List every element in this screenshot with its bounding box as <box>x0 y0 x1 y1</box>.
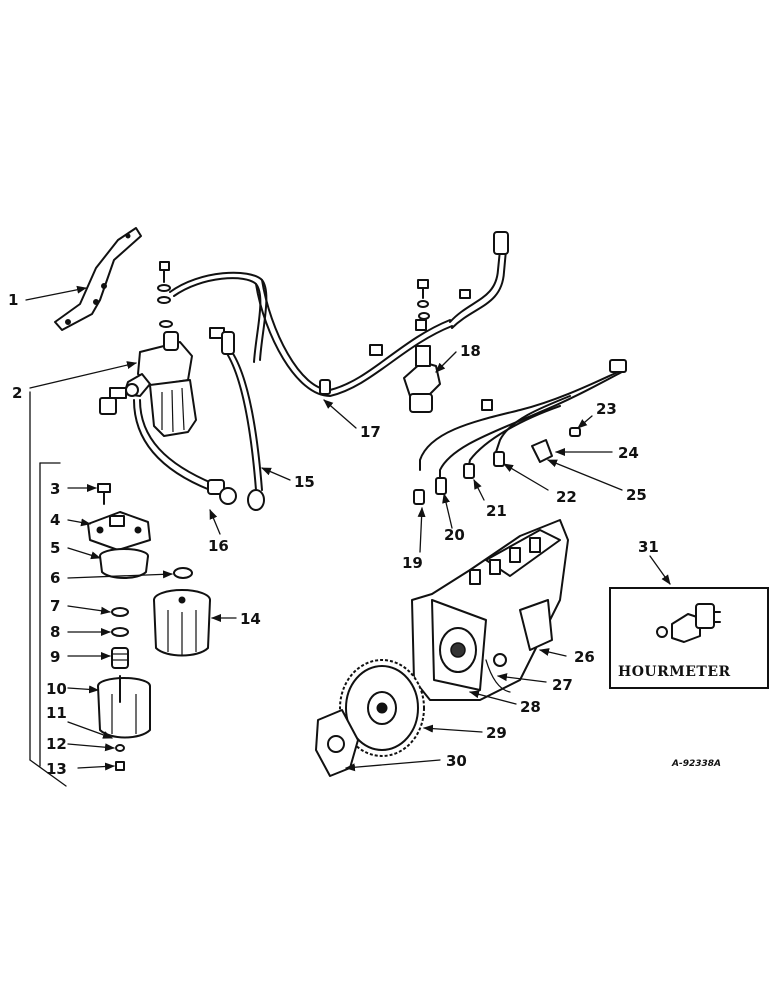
fuel-line-part-16 <box>99 387 237 505</box>
callout-10: 10 <box>46 680 67 698</box>
injection-pump-26-28 <box>411 519 569 701</box>
hourmeter-drawing <box>656 603 721 643</box>
gasket-part-6 <box>173 567 193 579</box>
callout-20: 20 <box>444 526 465 544</box>
callout-2: 2 <box>12 384 22 402</box>
callout-11: 11 <box>46 704 67 722</box>
callout-8: 8 <box>50 623 60 641</box>
callout-22: 22 <box>556 488 577 506</box>
injector-lines-19-22 <box>413 359 627 505</box>
fuel-line-part-17 <box>255 231 509 397</box>
filter-head-part-4 <box>87 511 151 551</box>
filter-assembly-part-2 <box>123 331 197 437</box>
callout-24: 24 <box>618 444 639 462</box>
callout-16: 16 <box>208 537 229 555</box>
bowl-part-5 <box>99 548 149 579</box>
bracket-part-1 <box>54 227 142 331</box>
callout-29: 29 <box>486 724 507 742</box>
callout-7: 7 <box>50 597 60 615</box>
gear-part-29 <box>339 659 425 757</box>
callout-26: 26 <box>574 648 595 666</box>
callout-5: 5 <box>50 539 60 557</box>
callout-12: 12 <box>46 735 67 753</box>
callout-21: 21 <box>486 502 507 520</box>
callout-4: 4 <box>50 511 60 529</box>
small-parts-23-25 <box>531 427 581 463</box>
callout-13: 13 <box>46 760 67 778</box>
injector-part-18 <box>403 345 441 413</box>
callout-3: 3 <box>50 480 60 498</box>
callout-27: 27 <box>552 676 573 694</box>
washers-spring-7-9 <box>111 607 129 669</box>
bolt-part-3 <box>97 483 111 505</box>
leader-lines <box>25 285 671 787</box>
callout-25: 25 <box>626 486 647 504</box>
bolt-stack-upper <box>157 261 173 328</box>
callout-labels: 1 2 3 4 5 6 7 8 9 10 11 12 13 14 15 16 1… <box>8 291 659 778</box>
callout-14: 14 <box>240 610 261 628</box>
bowl-part-10 <box>97 675 151 739</box>
bolt-stack-center <box>415 279 430 331</box>
callout-23: 23 <box>596 400 617 418</box>
callout-1: 1 <box>8 291 18 309</box>
reference-code: A-92338A <box>671 759 721 769</box>
plate-part-30 <box>315 709 359 777</box>
callout-6: 6 <box>50 569 60 587</box>
callout-17: 17 <box>360 423 381 441</box>
callout-19: 19 <box>402 554 423 572</box>
callout-9: 9 <box>50 648 60 666</box>
callout-31: 31 <box>638 538 659 556</box>
callout-28: 28 <box>520 698 541 716</box>
callout-15: 15 <box>294 473 315 491</box>
hourmeter-box-31 <box>609 587 769 689</box>
callout-30: 30 <box>446 752 467 770</box>
washer-nut-12-13 <box>115 744 125 771</box>
filter-element-part-14 <box>153 589 211 657</box>
callout-18: 18 <box>460 342 481 360</box>
hourmeter-label: HOURMETER <box>618 664 731 680</box>
